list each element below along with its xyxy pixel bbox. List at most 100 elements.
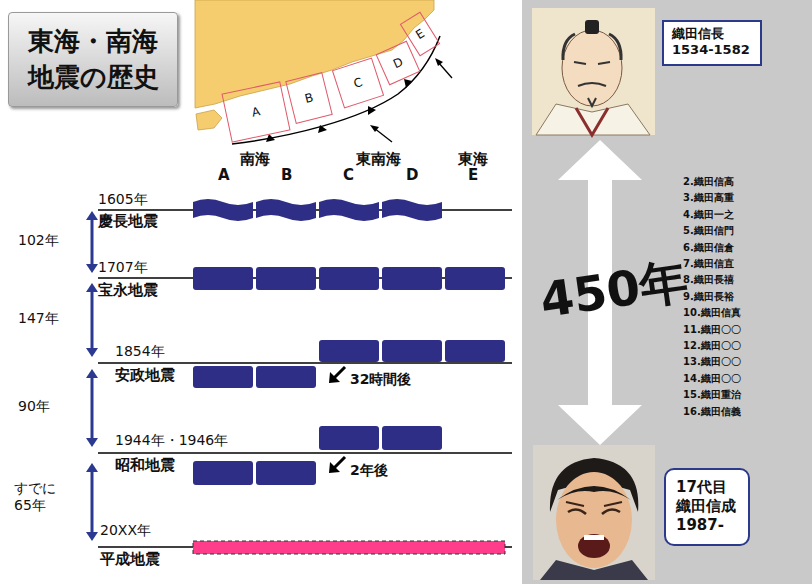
plate-arrow bbox=[374, 128, 392, 142]
lineage-item: 13.織田〇〇 bbox=[683, 356, 741, 368]
portrait-background bbox=[532, 8, 655, 135]
rupture-bar-wavy bbox=[319, 199, 379, 221]
title-text: 東海・南海 地震の歴史 bbox=[23, 23, 163, 96]
portrait-topknot bbox=[585, 20, 599, 34]
segment-letter: D bbox=[391, 54, 406, 71]
chart-label: 32時間後 bbox=[350, 371, 411, 388]
rupture-bar bbox=[319, 426, 379, 450]
interval-arrow bbox=[91, 218, 94, 266]
rupture-bar bbox=[319, 340, 379, 362]
right-panel bbox=[522, 0, 812, 584]
chart-label: 1707年 bbox=[98, 259, 148, 276]
chart-label: 2年後 bbox=[350, 462, 388, 479]
span-label: 450年 bbox=[537, 252, 692, 330]
chart-label: D bbox=[406, 166, 418, 184]
name-text: 17代目 bbox=[676, 478, 738, 497]
rupture-bar bbox=[445, 340, 505, 362]
lineage-item: 6.織田信倉 bbox=[683, 242, 734, 254]
delay-arrow bbox=[334, 367, 345, 378]
photo-face bbox=[556, 472, 632, 568]
chart-label: 平成地震 bbox=[100, 550, 160, 568]
photo-background bbox=[533, 445, 655, 580]
rupture-bar bbox=[256, 461, 316, 485]
segment-box: E bbox=[400, 12, 440, 57]
future-bar bbox=[193, 541, 505, 554]
segment-box: B bbox=[285, 72, 333, 124]
photo-mouth bbox=[578, 534, 610, 558]
interval-arrow-head bbox=[86, 211, 98, 220]
rupture-bar bbox=[445, 267, 505, 290]
chart-label: 東海 bbox=[458, 150, 488, 168]
lineage-item: 14.織田〇〇 bbox=[683, 373, 741, 385]
lineage-item: 16.織田信義 bbox=[683, 406, 741, 418]
chart-label: 南海 bbox=[240, 150, 270, 168]
rupture-bar-wavy bbox=[193, 199, 253, 221]
portrait-eyes bbox=[574, 62, 610, 64]
chart-label: 1944年・1946年 bbox=[115, 432, 228, 449]
photo-eyes bbox=[568, 509, 620, 514]
lineage-item: 10.織田信真 bbox=[683, 307, 741, 319]
name-box: 17代目織田信成1987- bbox=[664, 468, 750, 546]
map-land bbox=[195, 0, 434, 108]
name-text: 織田信成 bbox=[676, 497, 738, 516]
interval-arrow-head bbox=[86, 348, 98, 357]
name-text: 1534-1582 bbox=[672, 42, 752, 58]
portrait-collar bbox=[576, 108, 608, 135]
chart-label: E bbox=[468, 166, 478, 184]
segment-letter: B bbox=[303, 90, 315, 107]
chart-label: 102年 bbox=[18, 232, 59, 249]
segment-letter: C bbox=[352, 75, 365, 92]
chart-label: 慶長地震 bbox=[98, 212, 158, 230]
name-box: 織田信長1534-1582 bbox=[662, 20, 762, 66]
lineage-item: 3.織田高重 bbox=[683, 192, 734, 204]
lineage-item: 9.織田長裕 bbox=[683, 291, 734, 303]
portrait-face bbox=[562, 30, 622, 106]
rupture-bar bbox=[193, 366, 253, 388]
lineage-item: 4.織田一之 bbox=[683, 209, 734, 221]
segment-box: D bbox=[376, 41, 421, 86]
photo-teeth bbox=[584, 535, 604, 540]
name-text: 織田信長 bbox=[672, 26, 752, 42]
interval-arrow bbox=[91, 376, 94, 440]
chart-label: 1605年 bbox=[98, 191, 148, 208]
row-line bbox=[98, 362, 512, 364]
map-land bbox=[196, 110, 222, 130]
rupture-bar bbox=[319, 267, 379, 290]
chart-label: C bbox=[343, 166, 354, 184]
portrait-mustache bbox=[578, 83, 606, 86]
chart-label: 東南海 bbox=[356, 150, 401, 168]
interval-arrow-head bbox=[86, 438, 98, 447]
segment-box: C bbox=[332, 57, 384, 108]
trough-tooth bbox=[404, 79, 412, 88]
portrait-beard bbox=[588, 98, 596, 106]
chart-label: B bbox=[281, 166, 292, 184]
lineage-item: 11.織田〇〇 bbox=[683, 324, 741, 336]
lineage-item: 7.織田信直 bbox=[683, 258, 734, 270]
interval-arrow bbox=[91, 290, 94, 350]
lineage-item: 5.織田信門 bbox=[683, 225, 734, 237]
interval-arrow-head bbox=[86, 369, 98, 378]
chart-label: A bbox=[218, 166, 230, 184]
interval-arrow-head bbox=[86, 463, 98, 472]
rupture-bar bbox=[382, 267, 442, 290]
rupture-bar bbox=[193, 461, 253, 485]
photo-brows bbox=[566, 502, 622, 506]
interval-arrow-head bbox=[86, 264, 98, 273]
rupture-bar bbox=[256, 366, 316, 388]
delay-arrow bbox=[334, 457, 345, 468]
photo-hair-fringe bbox=[557, 486, 631, 500]
chart-label: 昭和地震 bbox=[115, 456, 175, 474]
plate-arrow-head bbox=[435, 58, 443, 66]
segment-letter: A bbox=[250, 104, 261, 120]
portrait-hair bbox=[563, 34, 621, 60]
trough-line bbox=[232, 36, 440, 144]
chart-label: 1854年 bbox=[115, 343, 165, 360]
rupture-bar bbox=[193, 267, 253, 290]
rupture-bar bbox=[382, 426, 442, 450]
chart-label: 宝永地震 bbox=[98, 281, 158, 299]
lineage-item: 2.織田信高 bbox=[683, 176, 734, 188]
trough-tooth bbox=[266, 134, 275, 142]
lineage-item: 15.織田重治 bbox=[683, 389, 741, 401]
rupture-bar-wavy bbox=[256, 199, 316, 221]
